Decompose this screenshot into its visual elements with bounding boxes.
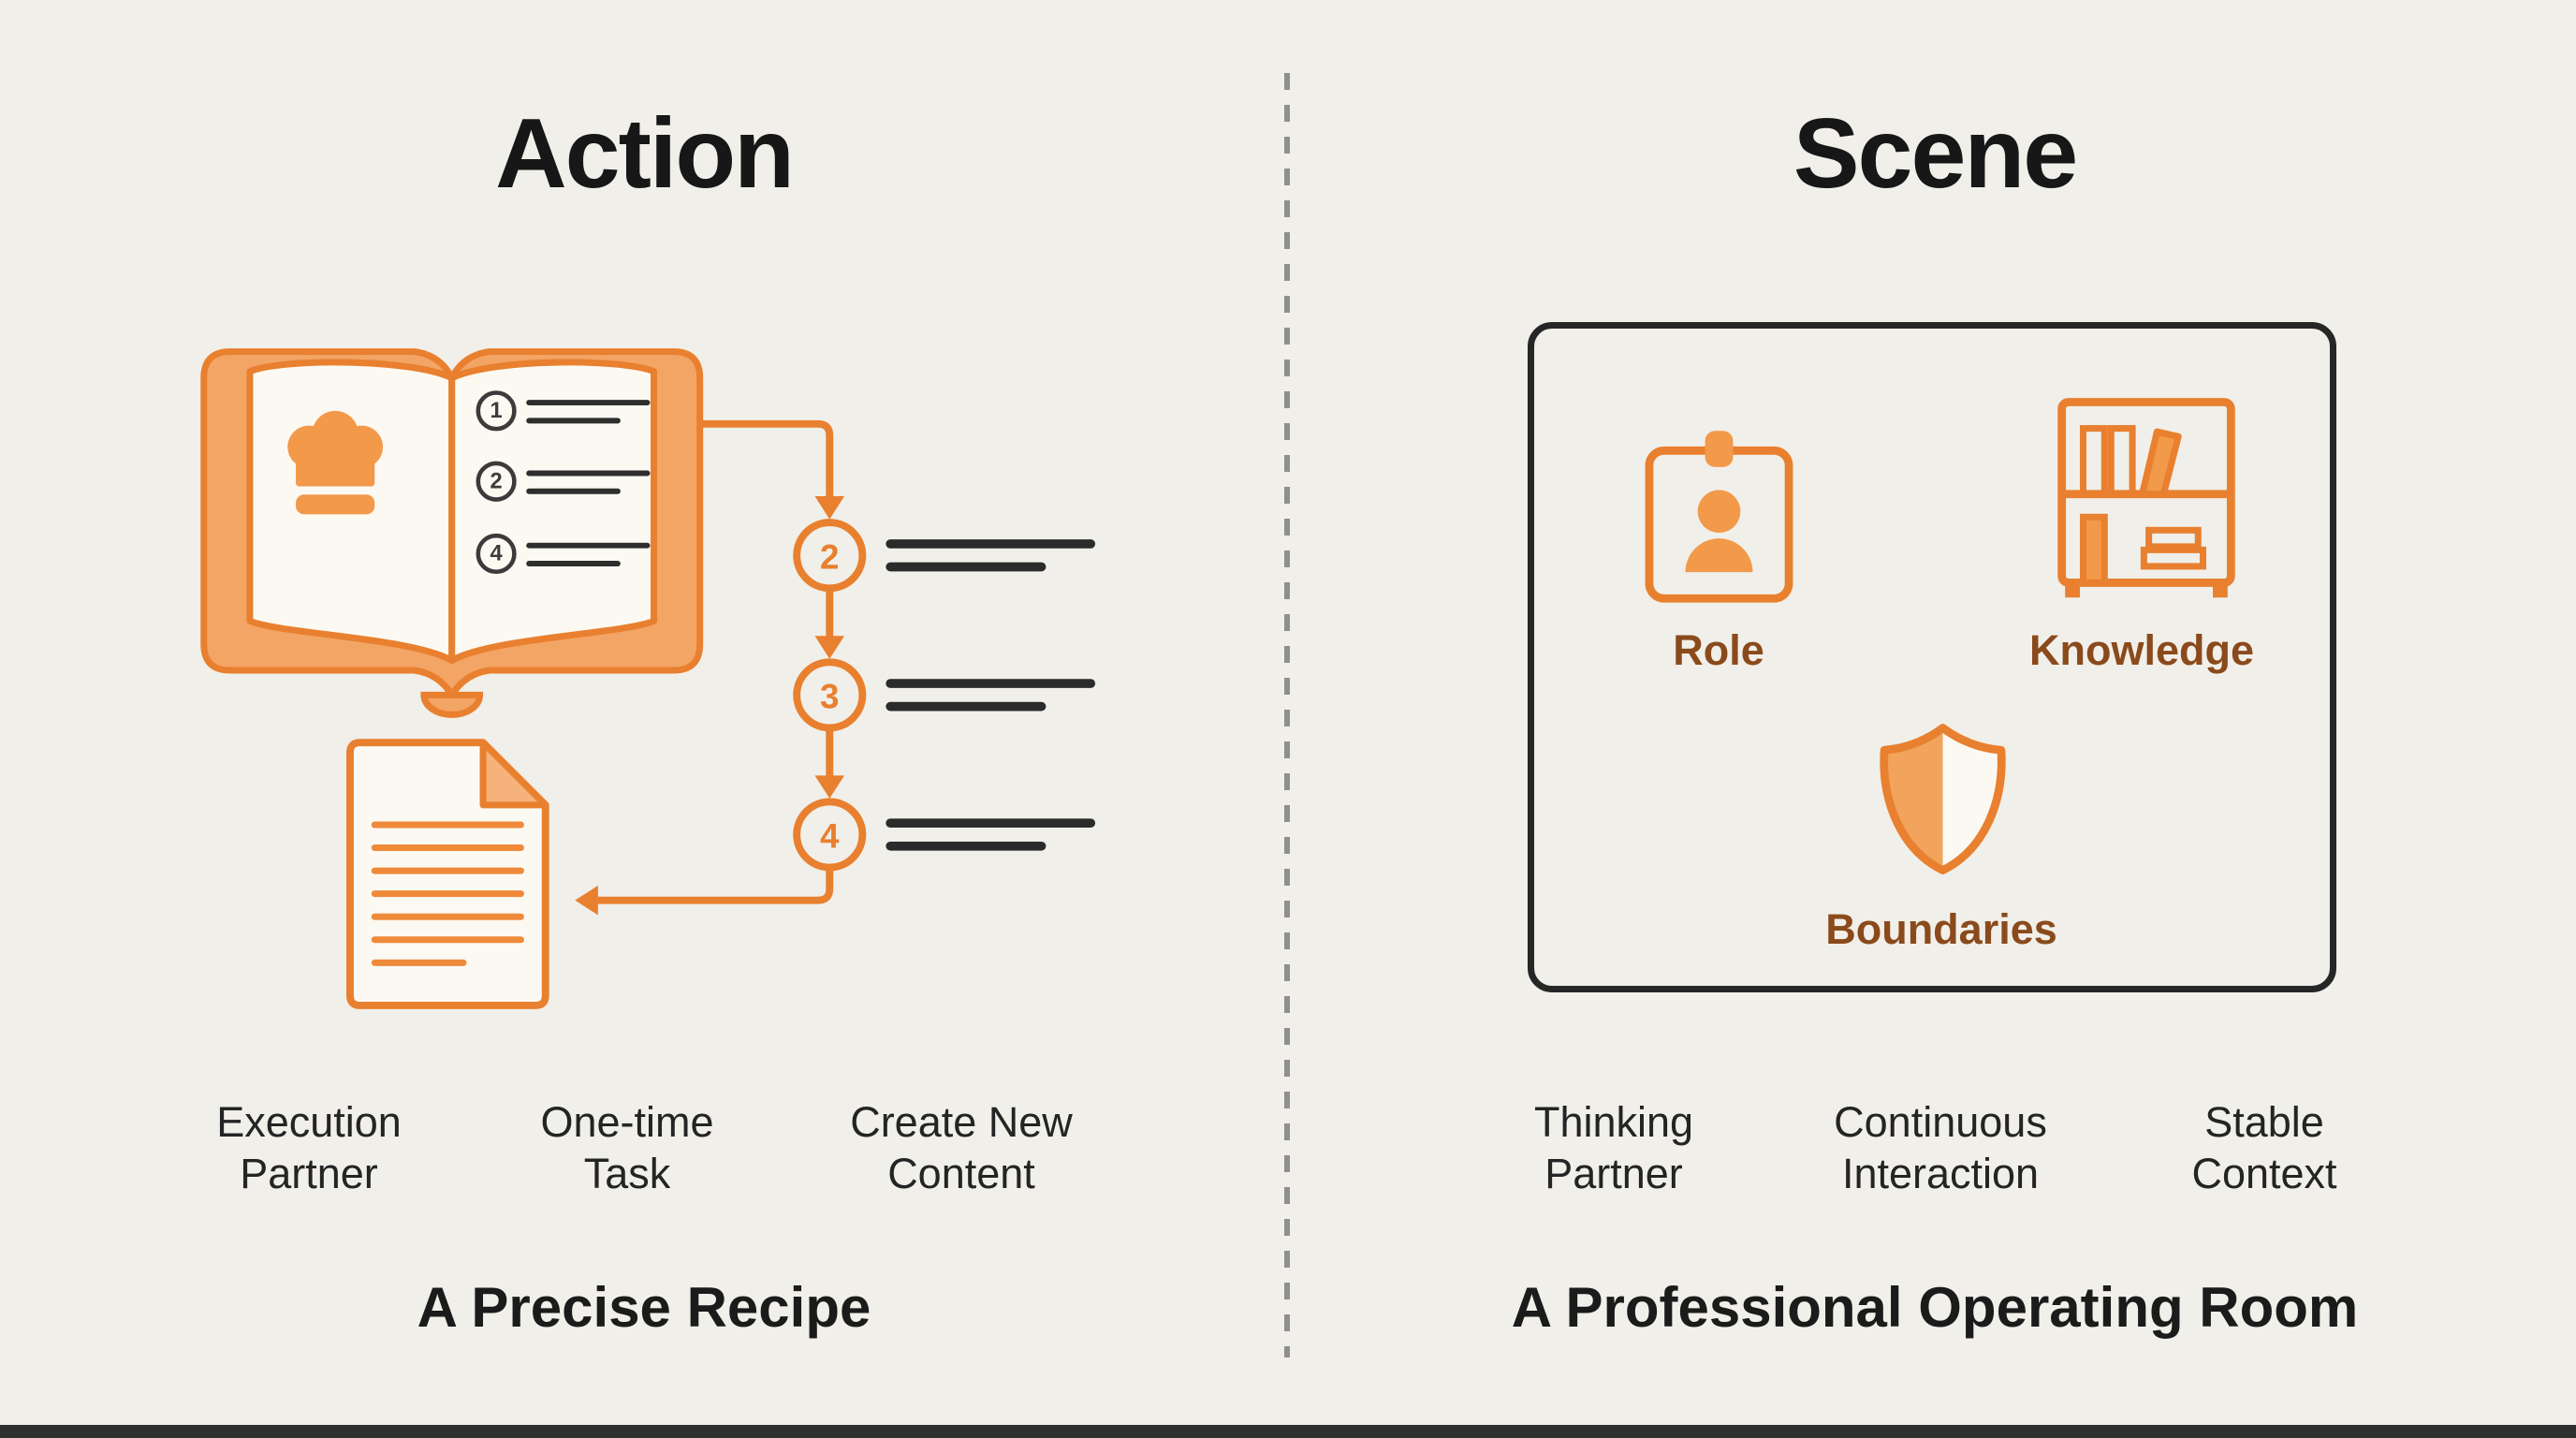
book-list-number: 4 (490, 541, 504, 565)
text-lines (886, 679, 1096, 712)
flow-step-number: 3 (820, 678, 839, 716)
left-panel-title: Action (495, 98, 795, 209)
label-line: Partner (240, 1149, 378, 1197)
label-execution-partner: Execution Partner (150, 1097, 468, 1200)
text-lines (886, 539, 1096, 572)
bookshelf-icon (2057, 398, 2235, 598)
flow-step-number: 4 (820, 817, 840, 856)
label-line: Interaction (1841, 1149, 2040, 1197)
bottom-bar (0, 1425, 2576, 1438)
flow-step-4: 4 (793, 798, 1096, 872)
label-continuous-interaction: Continuous Interaction (1781, 1097, 2100, 1200)
knowledge-label: Knowledge (2028, 626, 2254, 674)
label-line: Context (2191, 1149, 2337, 1197)
label-line: Thinking (1533, 1098, 1694, 1146)
label-line: Create New (850, 1098, 1073, 1146)
book-numbered-list: 1 2 4 (476, 390, 651, 575)
scene-box: Role Knowledge Boundaries (1528, 322, 2336, 992)
book-list-number: 1 (490, 399, 503, 423)
shield-icon (1880, 724, 2006, 874)
flow-step-number: 2 (820, 537, 839, 576)
chef-hat-icon (287, 410, 384, 515)
flow-step-3: 3 (793, 658, 1096, 732)
label-line: Execution (216, 1098, 402, 1146)
label-stable-context: Stable Context (2105, 1097, 2423, 1200)
role-label: Role (1673, 626, 1764, 674)
flow-arrowheads (575, 496, 845, 916)
right-caption: A Professional Operating Room (1511, 1276, 2359, 1339)
recipe-book-icon: 1 2 4 (200, 348, 704, 718)
document-icon (345, 739, 549, 1009)
action-flow-illustration: 1 2 4 (200, 348, 1096, 1009)
label-one-time-task: One-time Task (468, 1097, 786, 1200)
label-thinking-partner: Thinking Partner (1455, 1097, 1773, 1200)
flow-step-2: 2 (793, 519, 1096, 593)
label-line: Stable (2204, 1098, 2324, 1146)
label-line: Task (583, 1149, 671, 1197)
dashed-divider (1284, 73, 1290, 1357)
flow-connector (597, 419, 834, 904)
left-caption: A Precise Recipe (417, 1276, 871, 1339)
label-create-new-content: Create New Content (802, 1097, 1120, 1200)
label-line: Continuous (1834, 1098, 2047, 1146)
text-lines (886, 818, 1096, 851)
id-badge-icon (1645, 431, 1793, 603)
boundaries-label: Boundaries (1825, 905, 2057, 953)
label-line: Content (887, 1149, 1035, 1197)
right-panel-title: Scene (1793, 98, 2078, 209)
book-list-number: 2 (490, 469, 503, 493)
label-line: Partner (1544, 1149, 1683, 1197)
label-line: One-time (540, 1098, 714, 1146)
